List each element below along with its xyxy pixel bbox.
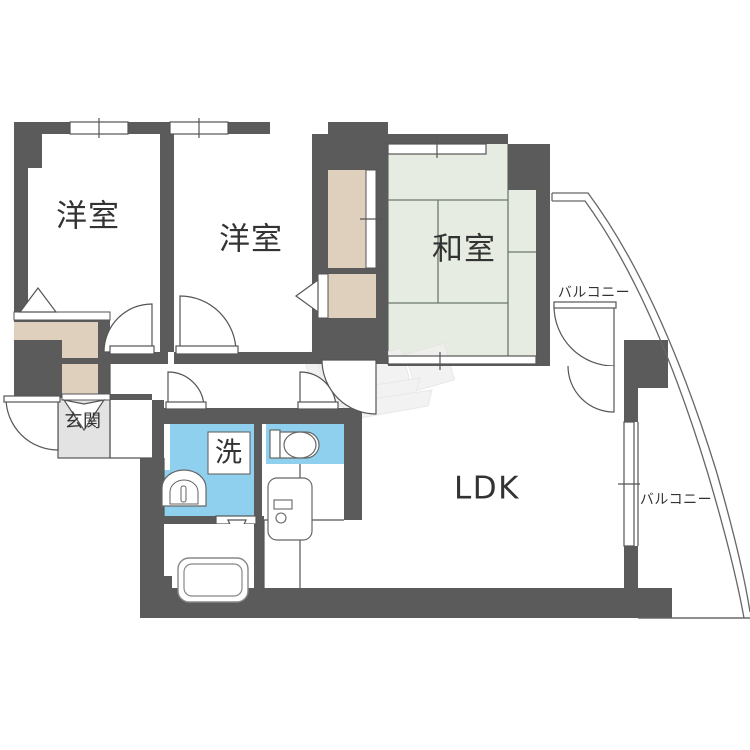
balcony-labels: バルコニー バルコニー (558, 285, 712, 508)
closet-panel-left-b (61, 393, 111, 401)
room-label-genkan: 玄関 (65, 411, 102, 432)
door-sanitary[interactable] (165, 371, 207, 410)
sanitary-label-plate (207, 431, 251, 475)
toilet-fixture (269, 429, 320, 459)
balcony-label-lower: バルコニー (640, 492, 712, 508)
kitchen-sink-unit (267, 477, 313, 541)
room-label-washitsu: 和室 (432, 232, 496, 268)
washbasin-fixture (161, 469, 207, 507)
balcony-label-upper: バルコニー (558, 285, 630, 301)
closet-fold-marker-right (294, 278, 319, 314)
door-genkan-entry[interactable] (3, 395, 61, 451)
window-bedroom-left (69, 118, 129, 138)
window-bedroom-right (169, 118, 229, 138)
room-label-yoshitsu-left: 洋室 (56, 199, 120, 235)
room-label-ldk: LDK (454, 471, 520, 507)
windows (13, 118, 640, 547)
closet-fold-marker-left (18, 287, 58, 313)
walls (14, 122, 672, 618)
room-label-yoshitsu-right: 洋室 (219, 222, 283, 258)
closet-right-bedroom-lower-fill (328, 274, 376, 318)
genkan-fold-marker (62, 399, 106, 432)
closet-panel-left-a (13, 311, 111, 321)
door-bedroom-right[interactable] (175, 295, 239, 355)
door-toilet[interactable] (297, 371, 339, 410)
fixtures (161, 429, 320, 603)
door-swings (3, 278, 617, 542)
closet-left-bedroom-a-fill (14, 318, 110, 358)
door-balcony-upper[interactable] (553, 301, 617, 413)
closet-panel-right-lower (317, 273, 329, 319)
bathtub-fixture (172, 524, 254, 603)
window-washitsu (387, 140, 487, 158)
door-washitsu-ldk[interactable] (321, 359, 377, 415)
door-bedroom-left[interactable] (103, 303, 155, 355)
window-ldk-balcony (618, 421, 640, 547)
balcony-railings (551, 192, 750, 619)
room-label-sanitary-text: 洗 (215, 438, 243, 469)
window-washitsu-balcony (387, 352, 537, 370)
